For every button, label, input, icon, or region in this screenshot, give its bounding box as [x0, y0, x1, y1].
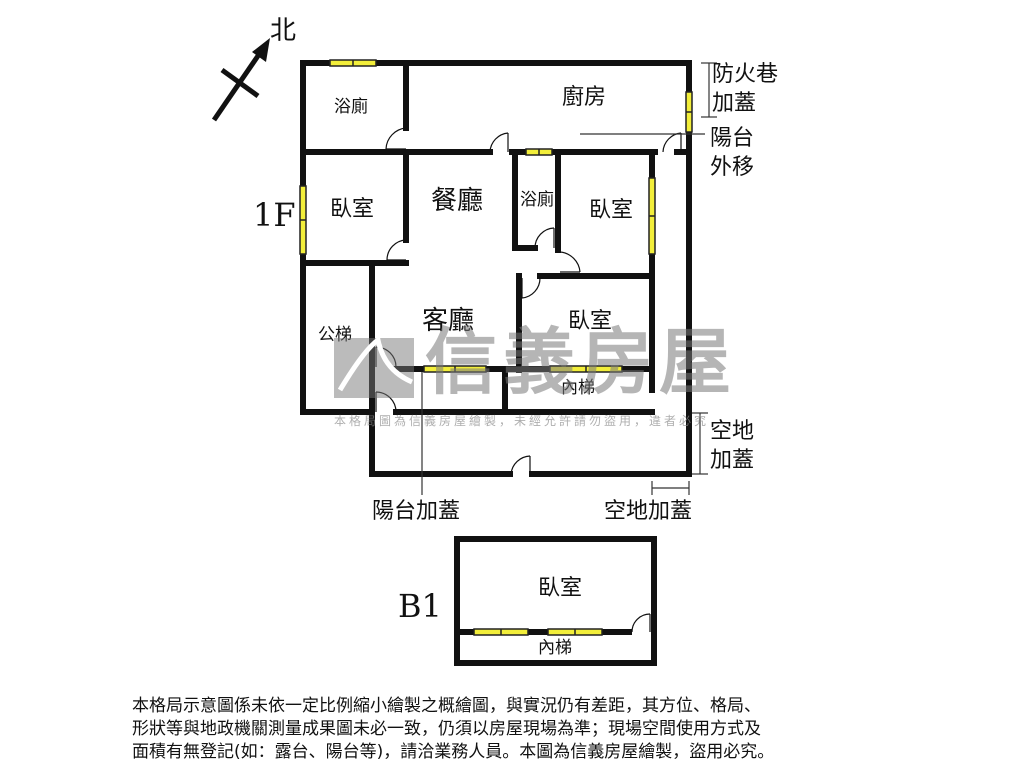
room-label-bathroom-1: 浴廁 [334, 97, 368, 117]
floor-label-b1: B1 [398, 587, 442, 625]
brand-logo-icon [334, 335, 414, 398]
dimension-lines [421, 62, 717, 495]
watermark-notice: 本格局圖為信義房屋繪製，未經允許請勿盜用，違者必究 [334, 414, 710, 428]
annotation-open-space-bottom: 空地加蓋 [604, 499, 693, 524]
disclaimer-line: 面積有無登記(如：露台、陽台等)，請洽業務人員。本圖為信義房屋繪製，盜用必究。 [132, 742, 775, 762]
annotation-balcony-addition: 陽台加蓋 [372, 499, 461, 524]
room-label-basement-bedroom: 臥室 [538, 576, 583, 601]
room-label-kitchen: 廚房 [562, 85, 607, 110]
floor-label-1f: 1F [253, 196, 296, 234]
annotation-fire-lane: 防火巷 加蓋 [712, 62, 779, 116]
room-label-bedroom-1: 臥室 [330, 197, 375, 222]
room-label-dining: 餐廳 [431, 186, 484, 216]
disclaimer-line: 形狀等與地政機關測量成果圖未必一致，仍須以房屋現場為準；現場空間使用方式及 [132, 719, 761, 739]
annotation-open-space-side: 空地 加蓋 [710, 419, 755, 473]
disclaimer-line: 本格局示意圖係未依一定比例縮小繪製之概繪圖，與實況仍有差距，其方位、格局、 [132, 696, 761, 716]
b1-door [631, 613, 651, 633]
room-label-basement-stairs: 內梯 [538, 638, 572, 658]
room-label-living: 客廳 [422, 306, 475, 336]
north-arrow-icon [211, 38, 270, 122]
north-label: 北 [270, 16, 297, 46]
1f-windows [299, 59, 693, 373]
room-label-bedroom-3: 臥室 [568, 309, 613, 334]
annotation-balcony-relocated: 陽台 外移 [710, 126, 755, 180]
room-label-bedroom-2: 臥室 [589, 198, 634, 223]
room-label-bathroom-2: 浴廁 [520, 190, 554, 210]
room-label-internal-stairs: 內梯 [561, 378, 595, 398]
watermark-brand: 信義房屋 [425, 320, 738, 404]
disclaimer-text: 本格局示意圖係未依一定比例縮小繪製之概繪圖，與實況仍有差距，其方位、格局、 形狀… [132, 695, 912, 764]
b1-windows [473, 628, 603, 636]
